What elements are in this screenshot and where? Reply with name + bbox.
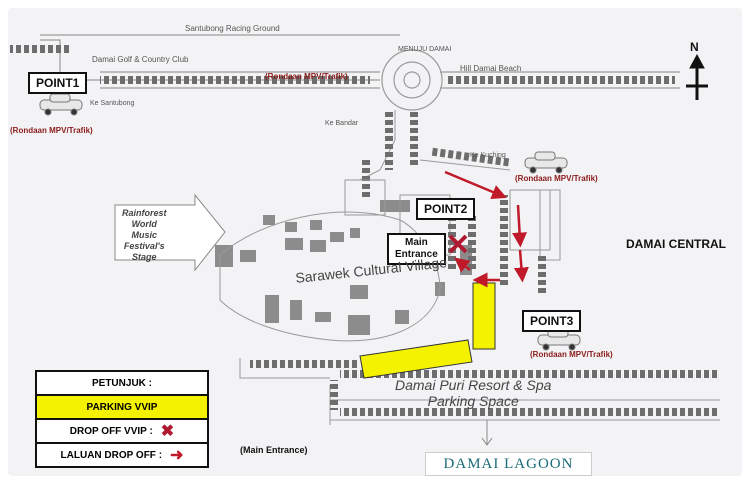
main-entrance-label: Main Entrance [387,233,446,265]
lagoon-arrow [481,420,493,446]
main-entrance-line1: Main [405,237,428,248]
point1-label: POINT1 [28,72,88,94]
main-entrance-bottom-label: (Main Entrance) [240,445,308,455]
legend: PETUNJUK : PARKING VVIP DROP OFF VVIP : … [35,370,209,468]
legend-title-row: PETUNJUK : [37,372,207,396]
top-road-small-label: MENUJU DAMAI [398,46,452,53]
rainforest-stage-label: Rainforest World Music Festival's Stage [122,208,167,262]
golf-club-label: Damai Golf & Country Club [92,55,189,64]
racing-ground-label: Santubong Racing Ground [185,24,280,33]
to-kuching-label: Ke Kuching [470,152,506,159]
dropoff-route-arrows [444,170,529,288]
legend-route-row: LALUAN DROP OFF : ➜ [37,444,207,466]
rainforest-stage-shape [114,193,226,272]
top-parking-stalls [10,45,675,84]
red-arrow-icon: ➜ [170,447,184,464]
traffic-label-point3: (Rondaan MPV/Trafik) [530,350,613,359]
x-mark-icon: ✖ [160,423,175,440]
vertical-stalls [448,195,546,295]
traffic-label-top-road: (Rondaan MPV/Trafik) [265,72,348,81]
traffic-label-point2: (Rondaan MPV/Trafik) [515,174,598,183]
vvip-parking-areas [359,282,496,379]
north-label: N [690,40,699,54]
legend-title: PETUNJUK : [91,377,152,389]
to-bandar-label: Ke Bandar [325,120,359,127]
point2-label: POINT2 [416,198,476,220]
legend-dropoff-row: DROP OFF VVIP : ✖ [37,420,207,444]
main-entrance-line2: Entrance [395,249,438,260]
legend-parking: PARKING VVIP [86,401,158,413]
bottom-parking [239,358,720,425]
legend-parking-row: PARKING VVIP [37,396,207,420]
to-santubong-label: Ke Santubong [90,100,135,107]
damai-lagoon-label: DAMAI LAGOON [425,452,592,476]
legend-dropoff: DROP OFF VVIP : [69,425,153,437]
north-arrow-icon [686,53,708,100]
resort-parking-label: Damai Puri Resort & Spa Parking Space [395,377,552,409]
legend-route: LALUAN DROP OFF : [60,449,163,461]
damai-central-label: DAMAI CENTRAL [626,237,726,251]
car-icon [39,93,581,351]
traffic-label-point1: (Rondaan MPV/Trafik) [10,126,93,135]
point3-label: POINT3 [522,310,582,332]
dropoff-x-marker [448,234,468,254]
map-background [8,8,742,476]
beach-label: Hill Damai Beach [460,64,522,73]
